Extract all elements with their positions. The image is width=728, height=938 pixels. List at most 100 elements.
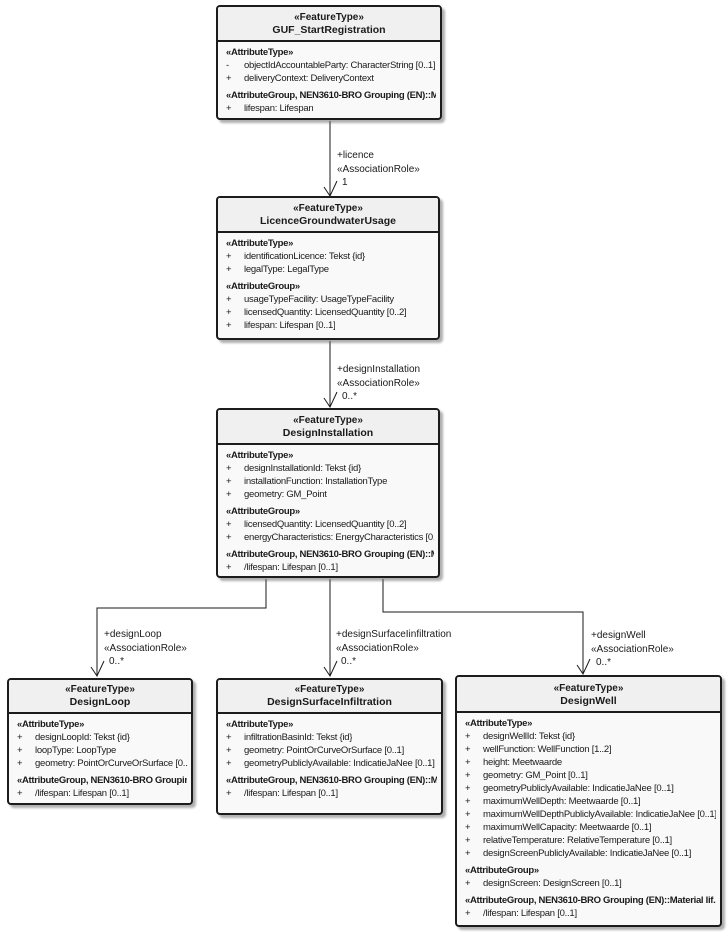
- class-header: «FeatureType» LicenceGroundwaterUsage: [218, 198, 438, 233]
- attribute-row: +designScreen: DesignScreen [0..1]: [463, 877, 716, 890]
- visibility-marker: +: [465, 822, 471, 833]
- visibility-marker: +: [465, 835, 471, 846]
- class-header: «FeatureType» DesignSurfaceInfiltration: [218, 680, 441, 714]
- arrowhead: [576, 658, 591, 676]
- attribute-text: /lifespan: Lifespan [0..1]: [244, 562, 338, 573]
- attribute-text: height: Meetwaarde: [483, 757, 562, 768]
- role-name: +designWell: [591, 630, 646, 641]
- attribute-text: /lifespan: Lifespan [0..1]: [483, 908, 577, 919]
- attribute-row: +/lifespan: Lifespan [0..1]: [224, 787, 437, 800]
- attribute-text: legalType: LegalType: [244, 264, 329, 275]
- visibility-marker: +: [17, 758, 23, 769]
- visibility-marker: +: [226, 264, 232, 275]
- attribute-row: + height: Meetwaarde: [463, 756, 716, 769]
- association-label-designwell: +designWell «AssociationRole» 0..*: [591, 629, 674, 670]
- attribute-text: geometryPubliclyAvailable: IndicatieJaNe…: [483, 783, 674, 794]
- section-heading: «AttributeType»: [17, 719, 85, 730]
- class-stereotype: «FeatureType»: [294, 12, 364, 23]
- attribute-text: wellFunction: WellFunction [1..2]: [483, 744, 612, 755]
- class-name: DesignLoop: [69, 696, 131, 708]
- class-stereotype: «FeatureType»: [293, 415, 363, 426]
- class-box-designsurfaceinfiltration: «FeatureType» DesignSurfaceInfiltration …: [216, 678, 443, 815]
- section-heading: «AttributeGroup»: [465, 865, 539, 876]
- attribute-section: «AttributeType» -objectIdAccountablePart…: [224, 46, 436, 85]
- attribute-text: designScreenPubliclyAvailable: Indicatie…: [483, 848, 692, 859]
- visibility-marker: +: [226, 732, 232, 743]
- attribute-text: usageTypeFacility: UsageTypeFacility: [244, 294, 394, 305]
- attribute-text: designWellId: Tekst {id}: [483, 731, 575, 742]
- attribute-text: lifespan: Lifespan: [244, 103, 314, 114]
- visibility-marker: +: [226, 519, 232, 530]
- section-heading: «AttributeType»: [226, 719, 294, 730]
- role-name: +designInstallation: [337, 364, 421, 375]
- attribute-text: designLoopId: Tekst {id}: [35, 732, 130, 743]
- attribute-text: licensedQuantity: LicensedQuantity [0..2…: [244, 307, 407, 318]
- attribute-row: + maximumWellDepth: Meetwaarde [0..1]: [463, 795, 716, 808]
- attribute-text: identificationLicence: Tekst {id}: [244, 251, 365, 262]
- attribute-text: /lifespan: Lifespan [0..1]: [244, 788, 338, 799]
- role-name: +licence: [337, 150, 374, 161]
- attribute-row: + geometry: GM_Point [0..1]: [463, 769, 716, 782]
- visibility-marker: +: [465, 796, 471, 807]
- visibility-marker: +: [465, 908, 471, 919]
- association-label-designsurfaceinfiltration: +designSurfaceIinfiltration «Association…: [336, 628, 451, 669]
- attribute-row: +lifespan: Lifespan [0..1]: [224, 319, 434, 332]
- role-multiplicity: 0..*: [596, 657, 612, 668]
- attribute-row: + identificationLicence: Tekst {id}: [224, 250, 434, 263]
- attribute-section: «AttributeGroup, NEN3610-BRO Grouping (E…: [224, 774, 437, 800]
- role-multiplicity: 1: [342, 177, 348, 188]
- attribute-row: + designLoopId: Tekst {id}: [15, 731, 187, 744]
- class-box-guf-startregistration: «FeatureType» GUF_StartRegistration «Att…: [216, 5, 442, 120]
- role-name: +designLoop: [104, 629, 162, 640]
- visibility-marker: +: [465, 757, 471, 768]
- attribute-text: maximumWellDepth: Meetwaarde [0..1]: [483, 796, 641, 807]
- association-label-designloop: +designLoop «AssociationRole» 0..*: [104, 628, 187, 669]
- visibility-marker: +: [226, 307, 232, 318]
- attribute-row: -objectIdAccountableParty: CharacterStri…: [224, 59, 436, 72]
- attribute-text: geometry: GM_Point: [244, 489, 327, 500]
- role-stereotype: «AssociationRole»: [591, 643, 674, 655]
- visibility-marker: +: [226, 532, 232, 543]
- attribute-row: +geometry: PointOrCurveOrSurface [0..1]: [15, 757, 187, 770]
- visibility-marker: +: [226, 73, 232, 84]
- visibility-marker: +: [465, 770, 471, 781]
- attribute-section: «AttributeGroup» +designScreen: DesignSc…: [463, 864, 716, 890]
- attribute-row: + licensedQuantity: LicensedQuantity [0..…: [224, 306, 434, 319]
- attribute-text: lifespan: Lifespan [0..1]: [244, 320, 336, 331]
- section-heading: «AttributeGroup, NEN3610-BRO Grouping (E…: [465, 895, 716, 906]
- visibility-marker: +: [465, 783, 471, 794]
- attribute-row: +loopType: LoopType: [15, 744, 187, 757]
- association-line-designwell: [382, 579, 584, 673]
- class-stereotype: «FeatureType»: [553, 683, 624, 694]
- attribute-row: +geometryPubliclyAvailable: IndicatieJaN…: [224, 757, 437, 770]
- section-heading: «AttributeType»: [226, 47, 294, 58]
- visibility-marker: +: [465, 809, 471, 820]
- attribute-text: maximumWellCapacity: Meetwaarde [0..1]: [483, 822, 652, 833]
- class-name: GUF_StartRegistration: [272, 24, 386, 36]
- class-box-designinstallation: «FeatureType» DesignInstallation «Attrib…: [216, 408, 440, 578]
- role-multiplicity: 0..*: [109, 656, 125, 667]
- association-label-licence: +licence «AssociationRole» 1: [337, 149, 420, 190]
- visibility-marker: +: [226, 103, 232, 114]
- attribute-section: «AttributeType» + designLoopId: Tekst {id…: [15, 718, 187, 770]
- attribute-row: +wellFunction: WellFunction [1..2]: [463, 743, 716, 756]
- class-box-designloop: «FeatureType» DesignLoop «AttributeType»…: [7, 678, 193, 805]
- class-body: «AttributeType» + designLoopId: Tekst {id…: [9, 714, 191, 803]
- role-stereotype: «AssociationRole»: [336, 642, 419, 654]
- attribute-row: +energyCharacteristics: EnergyCharacteri…: [224, 531, 434, 544]
- attribute-text: geometry: PointOrCurveOrSurface [0..1]: [244, 745, 404, 756]
- visibility-marker: +: [465, 731, 471, 742]
- visibility-marker: +: [17, 788, 23, 799]
- attribute-row: + geometryPubliclyAvailable: IndicatieJaN…: [463, 782, 716, 795]
- attribute-text: /lifespan: Lifespan [0..1]: [35, 788, 129, 799]
- visibility-marker: +: [17, 732, 23, 743]
- attribute-row: +deliveryContext: DeliveryContext: [224, 72, 436, 85]
- role-multiplicity: 0..*: [342, 391, 358, 402]
- visibility-marker: +: [226, 251, 232, 262]
- attribute-section: «AttributeGroup, NEN3610-BRO Grouping (E…: [224, 89, 436, 115]
- attribute-text: loopType: LoopType: [35, 745, 117, 756]
- class-body: «AttributeType» +identificationLicence: …: [218, 233, 438, 336]
- visibility-marker: +: [226, 463, 232, 474]
- attribute-section: «AttributeGroup» +usageTypeFacility: Usa…: [224, 280, 434, 332]
- attribute-text: geometry: GM_Point [0..1]: [483, 770, 588, 781]
